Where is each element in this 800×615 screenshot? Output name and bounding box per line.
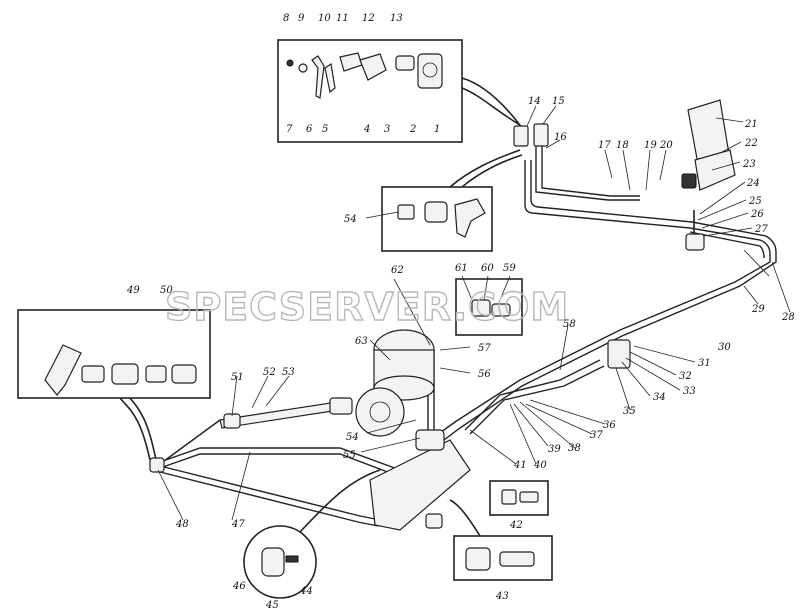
part-label-59: 59	[503, 263, 516, 274]
part-label-32: 32	[679, 371, 692, 382]
clamp-24-27	[685, 210, 705, 251]
power-cylinder	[681, 99, 736, 191]
part-label-22: 22	[744, 138, 758, 149]
part-label-45: 45	[265, 600, 279, 611]
steering-valve-block	[513, 123, 549, 147]
part-label-26: 26	[750, 209, 764, 220]
part-label-10: 10	[318, 13, 331, 24]
pipelines	[159, 145, 777, 527]
part-label-62: 62	[391, 265, 404, 276]
inset-detail-44-46	[243, 469, 381, 599]
part-label-8: 8	[283, 13, 289, 24]
part-label-56: 56	[478, 369, 491, 380]
part-label-54-lower: 54	[346, 432, 359, 443]
part-label-36: 36	[603, 420, 616, 431]
part-label-55: 55	[343, 450, 356, 461]
part-label-6: 6	[306, 124, 313, 135]
part-label-30: 30	[718, 342, 731, 353]
tee-48	[149, 457, 165, 473]
part-label-11: 11	[336, 13, 349, 24]
leader-lines	[157, 105, 791, 521]
inset-fitting-42	[489, 480, 549, 516]
part-label-57: 57	[478, 343, 491, 354]
part-label-44: 44	[299, 586, 313, 597]
part-label-13: 13	[390, 13, 403, 24]
part-label-2: 2	[409, 124, 416, 135]
part-label-25: 25	[748, 196, 762, 207]
part-label-39: 39	[548, 444, 561, 455]
steering-gear-box	[369, 429, 471, 531]
part-label-43: 43	[495, 591, 509, 602]
part-label-51: 51	[231, 372, 244, 383]
part-label-19: 19	[644, 140, 657, 151]
bracket-31-35	[607, 339, 631, 369]
part-label-42: 42	[509, 520, 523, 531]
part-label-58: 58	[563, 319, 576, 330]
part-label-60: 60	[481, 263, 494, 274]
part-label-4: 4	[363, 124, 370, 135]
part-label-17: 17	[598, 140, 611, 151]
inset-fitting-54-top	[381, 149, 523, 252]
part-label-1: 1	[434, 124, 440, 135]
part-label-41: 41	[513, 460, 527, 471]
part-label-16: 16	[554, 132, 567, 143]
part-label-7: 7	[286, 124, 293, 135]
inset-top-valve-parts	[277, 39, 523, 143]
part-number-labels: 1 2 3 4 5 6 7 8 9 10 11 12 13 14 15 16 1…	[126, 13, 795, 611]
tie-rod-51-53	[219, 397, 353, 429]
part-label-47: 47	[231, 519, 245, 530]
part-label-63: 63	[355, 336, 368, 347]
part-label-18: 18	[616, 140, 629, 151]
pump-reservoir-63	[355, 329, 435, 437]
part-label-24: 24	[746, 178, 760, 189]
part-label-21: 21	[744, 119, 758, 130]
inset-fitting-43	[449, 499, 553, 581]
part-label-5: 5	[322, 124, 328, 135]
part-label-35: 35	[623, 406, 636, 417]
part-label-50: 50	[160, 285, 173, 296]
part-label-14: 14	[528, 96, 541, 107]
part-label-27: 27	[754, 224, 768, 235]
part-label-61: 61	[455, 263, 468, 274]
part-label-40: 40	[533, 460, 547, 471]
part-label-34: 34	[653, 392, 666, 403]
part-label-54-upper: 54	[344, 214, 357, 225]
part-label-15: 15	[552, 96, 565, 107]
part-label-9: 9	[298, 13, 305, 24]
part-label-20: 20	[659, 140, 673, 151]
part-label-3: 3	[384, 124, 390, 135]
part-label-23: 23	[742, 159, 756, 170]
part-label-31: 31	[698, 358, 711, 369]
part-label-52: 52	[263, 367, 276, 378]
part-label-28: 28	[781, 312, 795, 323]
part-label-29: 29	[751, 304, 765, 315]
part-label-12: 12	[362, 13, 375, 24]
part-label-37: 37	[590, 430, 603, 441]
part-label-49: 49	[126, 285, 140, 296]
part-label-33: 33	[683, 386, 696, 397]
part-label-53: 53	[282, 367, 295, 378]
part-label-38: 38	[568, 443, 581, 454]
part-label-48: 48	[175, 519, 189, 530]
watermark-text: SPECSERVER.COM	[165, 285, 569, 329]
inset-hose-ends-49-50	[17, 309, 211, 461]
part-label-46: 46	[232, 581, 246, 592]
